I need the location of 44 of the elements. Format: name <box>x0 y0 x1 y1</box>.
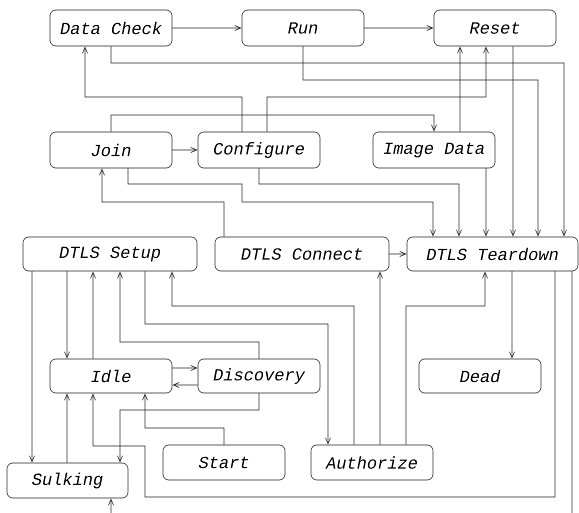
arrow <box>64 393 70 463</box>
arrow <box>457 46 463 132</box>
arrow <box>172 382 198 388</box>
arrow <box>144 271 331 445</box>
arrow <box>64 271 70 359</box>
state-box: Discovery <box>198 358 320 394</box>
state-box: Join <box>50 132 172 168</box>
arrow <box>110 46 567 237</box>
arrow <box>510 46 516 237</box>
arrow <box>110 114 437 132</box>
arrow <box>406 271 488 445</box>
arrow <box>142 393 224 445</box>
arrow <box>90 271 96 359</box>
arrow <box>172 365 198 371</box>
arrow <box>377 271 383 445</box>
arrow <box>169 271 354 445</box>
state-box: Run <box>242 10 364 46</box>
state-box: Reset <box>434 10 556 46</box>
arrow <box>172 147 198 153</box>
state-box: DTLS Teardown <box>406 236 578 272</box>
arrow <box>389 251 407 257</box>
state-box: Authorize <box>310 444 434 480</box>
arrow <box>172 25 242 31</box>
arrow <box>99 168 224 237</box>
arrow <box>117 393 260 463</box>
state-box: Image Data <box>372 132 496 168</box>
arrow <box>364 25 434 31</box>
arrow <box>82 46 242 132</box>
state-box: Configure <box>198 132 320 168</box>
arrow <box>29 271 35 463</box>
arrow <box>128 168 436 237</box>
state-box: Idle <box>50 358 172 394</box>
arrow <box>266 46 489 132</box>
arrow <box>117 271 260 359</box>
state-box: Start <box>162 444 286 480</box>
state-box: DTLS Setup <box>22 236 198 272</box>
state-box: Data Check <box>50 10 172 46</box>
arrow <box>483 168 489 237</box>
state-box: DTLS Connect <box>214 236 390 272</box>
state-box: Sulking <box>6 462 128 498</box>
state-box: Dead <box>418 358 542 394</box>
arrow <box>258 168 462 237</box>
arrow <box>302 46 541 237</box>
arrow <box>509 271 515 359</box>
